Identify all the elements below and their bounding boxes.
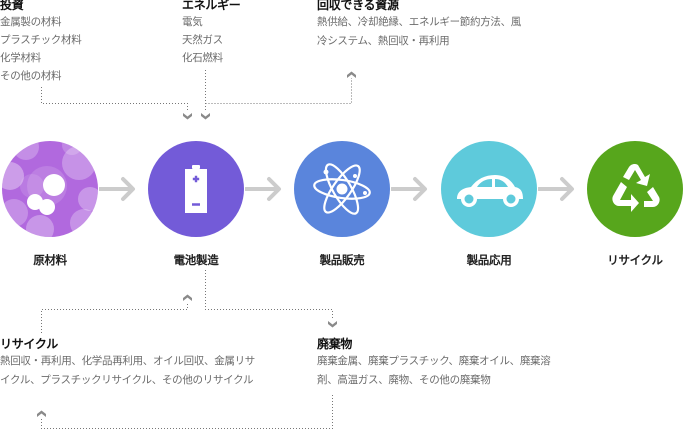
- recycle-block: リサイクル 熱回収・再利用、化学品再利用、オイル回収、金属リサ イクル、プラスチ…: [0, 336, 255, 390]
- energy-block: エネルギー 電気 天然ガス 化石燃料: [182, 0, 241, 67]
- stage-raw-material: 原材料: [2, 141, 98, 267]
- energy-item: 化石燃料: [182, 52, 223, 64]
- investment-item: その他の材料: [0, 70, 62, 82]
- recycle-icon: [612, 163, 660, 212]
- flow-arrow-icon: [391, 177, 427, 201]
- recycle-line: イクル、プラスチックリサイクル、その他のリサイクル: [0, 374, 254, 386]
- energy-title: エネルギー: [182, 0, 241, 12]
- stage-label: リサイクル: [607, 253, 663, 267]
- chevron-down-icon: [328, 321, 337, 328]
- car-icon: [457, 175, 523, 207]
- atom-icon: [313, 163, 371, 215]
- flow-arrow-icon: [538, 177, 574, 201]
- investment-item: プラスチック材料: [0, 34, 82, 46]
- stage-circle: [294, 141, 390, 237]
- waste-block: 廃棄物 廃棄金属、廃棄プラスチック、廃棄オイル、廃棄溶 剤、高温ガス、廃物、その…: [317, 336, 551, 390]
- waste-line: 剤、高温ガス、廃物、その他の廃棄物: [317, 374, 491, 386]
- stage-product-sales: 製品販売: [294, 141, 390, 267]
- stage-product-application: 製品応用: [441, 141, 537, 267]
- stage-recycle: リサイクル: [587, 141, 683, 267]
- connector-investment-to-battery: [41, 87, 188, 110]
- raw-material-bubbles-icon: [2, 141, 98, 237]
- energy-item: 電気: [182, 16, 203, 28]
- waste-title: 廃棄物: [317, 337, 353, 351]
- investment-item: 金属製の材料: [0, 16, 62, 28]
- stage-circle: [587, 141, 683, 237]
- stage-circle: [441, 141, 537, 237]
- stage-label: 製品販売: [319, 253, 365, 267]
- investment-item: 化学材料: [0, 52, 41, 64]
- energy-item: 天然ガス: [182, 34, 223, 46]
- recoverable-resources-title: 回収できる資源: [317, 0, 399, 12]
- battery-icon: [185, 165, 207, 213]
- connector-battery-to-waste: [205, 270, 333, 318]
- connector-waste-to-recycle-loop: [41, 395, 333, 429]
- recoverable-resources-line: 熱供給、冷却絶縁、エネルギー節約方法、風: [317, 16, 521, 28]
- recycle-title: リサイクル: [0, 337, 58, 351]
- chevron-down-icon: [201, 113, 210, 120]
- recoverable-resources-line: 冷システム、熱回収・再利用: [317, 35, 450, 47]
- investment-block: 投資 金属製の材料 プラスチック材料 化学材料 その他の材料: [0, 0, 82, 85]
- waste-line: 廃棄金属、廃棄プラスチック、廃棄オイル、廃棄溶: [317, 355, 551, 367]
- stage-label: 電池製造: [173, 253, 219, 267]
- recoverable-resources-block: 回収できる資源 熱供給、冷却絶縁、エネルギー節約方法、風 冷システム、熱回収・再…: [317, 0, 521, 51]
- chevron-up-icon: [183, 294, 192, 301]
- investment-title: 投資: [0, 0, 24, 12]
- stage-circle: [148, 141, 244, 237]
- stage-label: 製品応用: [466, 253, 512, 267]
- stage-label: 原材料: [33, 253, 67, 267]
- flow-arrow-icon: [245, 177, 281, 201]
- chevron-down-icon: [183, 113, 192, 120]
- chevron-up-icon: [37, 410, 46, 417]
- stage-circle: [2, 141, 98, 237]
- recycle-line: 熱回収・再利用、化学品再利用、オイル回収、金属リサ: [0, 355, 255, 367]
- connector-battery-to-recoverable: [205, 78, 352, 104]
- chevron-up-icon: [347, 71, 356, 78]
- connector-recycle-to-battery: [41, 302, 188, 333]
- flow-arrow-icon: [99, 177, 135, 201]
- stage-battery-manufacturing: 電池製造: [148, 141, 244, 267]
